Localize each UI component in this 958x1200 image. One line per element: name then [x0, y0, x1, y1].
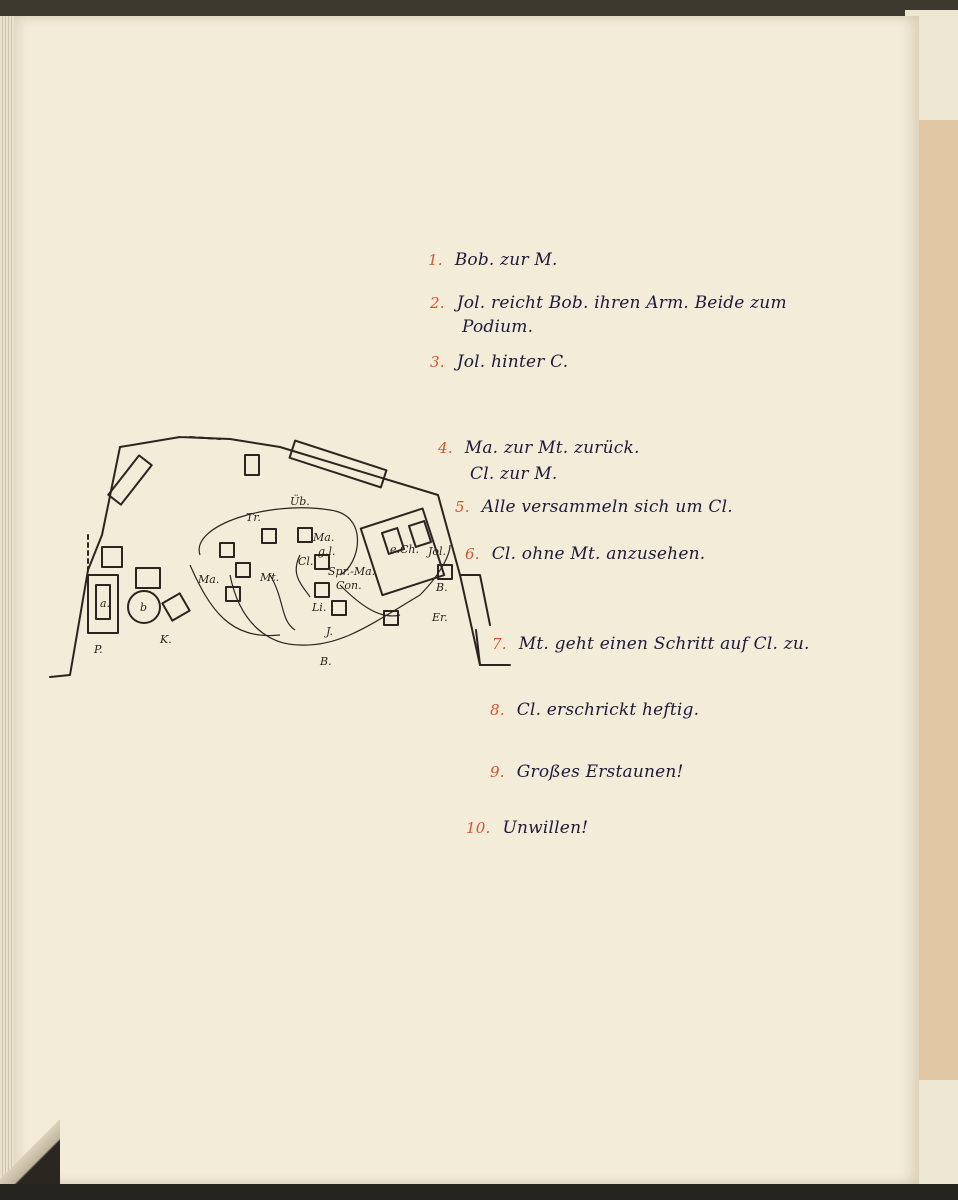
- book-back-tab: [918, 120, 958, 1080]
- round-table-b: [127, 590, 161, 624]
- bench-left: [107, 454, 153, 506]
- stage-floor-plan-drawing: Tr. Üb. Ma. g.l. Cl. Spr.-Ma. Con. Li. J…: [49, 436, 511, 678]
- svg-text:Li.: Li.: [311, 601, 326, 614]
- svg-text:a.: a.: [100, 597, 110, 610]
- svg-text:g.l.: g.l.: [318, 545, 336, 558]
- wall-outline-left: [49, 446, 121, 678]
- svg-text:Er.: Er.: [431, 611, 448, 624]
- svg-text:B.: B.: [319, 655, 332, 668]
- svg-text:Cl.: Cl.: [298, 555, 313, 568]
- podium: [359, 507, 446, 597]
- movement-paths: [189, 507, 451, 646]
- svg-text:Con.: Con.: [336, 579, 362, 592]
- book-top-edge: [0, 0, 958, 16]
- wall-outline-right: [119, 436, 511, 666]
- svg-text:b: b: [140, 601, 147, 614]
- page-curl: [0, 1120, 60, 1190]
- svg-text:P.: P.: [93, 643, 103, 656]
- svg-text:Ma.: Ma.: [197, 573, 219, 586]
- svg-text:J.: J.: [324, 625, 333, 638]
- svg-text:Mt.: Mt.: [259, 571, 279, 584]
- svg-text:Spr.-Ma.: Spr.-Ma.: [328, 565, 375, 578]
- svg-text:K.: K.: [159, 633, 172, 646]
- svg-text:Ma.: Ma.: [312, 531, 334, 544]
- svg-text:e.Ch.: e.Ch.: [390, 543, 419, 556]
- bench-top: [288, 439, 388, 489]
- svg-text:Tr.: Tr.: [246, 511, 261, 524]
- book-bottom-edge: [0, 1184, 958, 1200]
- svg-text:Üb.: Üb.: [290, 494, 310, 508]
- svg-text:B.: B.: [435, 581, 448, 594]
- page-stack-edges: [0, 16, 14, 1184]
- table-a: [87, 574, 119, 634]
- svg-text:Jol.: Jol.: [426, 545, 446, 558]
- stage-floor-plan: Tr. Üb. Ma. g.l. Cl. Spr.-Ma. Con. Li. J…: [40, 425, 520, 685]
